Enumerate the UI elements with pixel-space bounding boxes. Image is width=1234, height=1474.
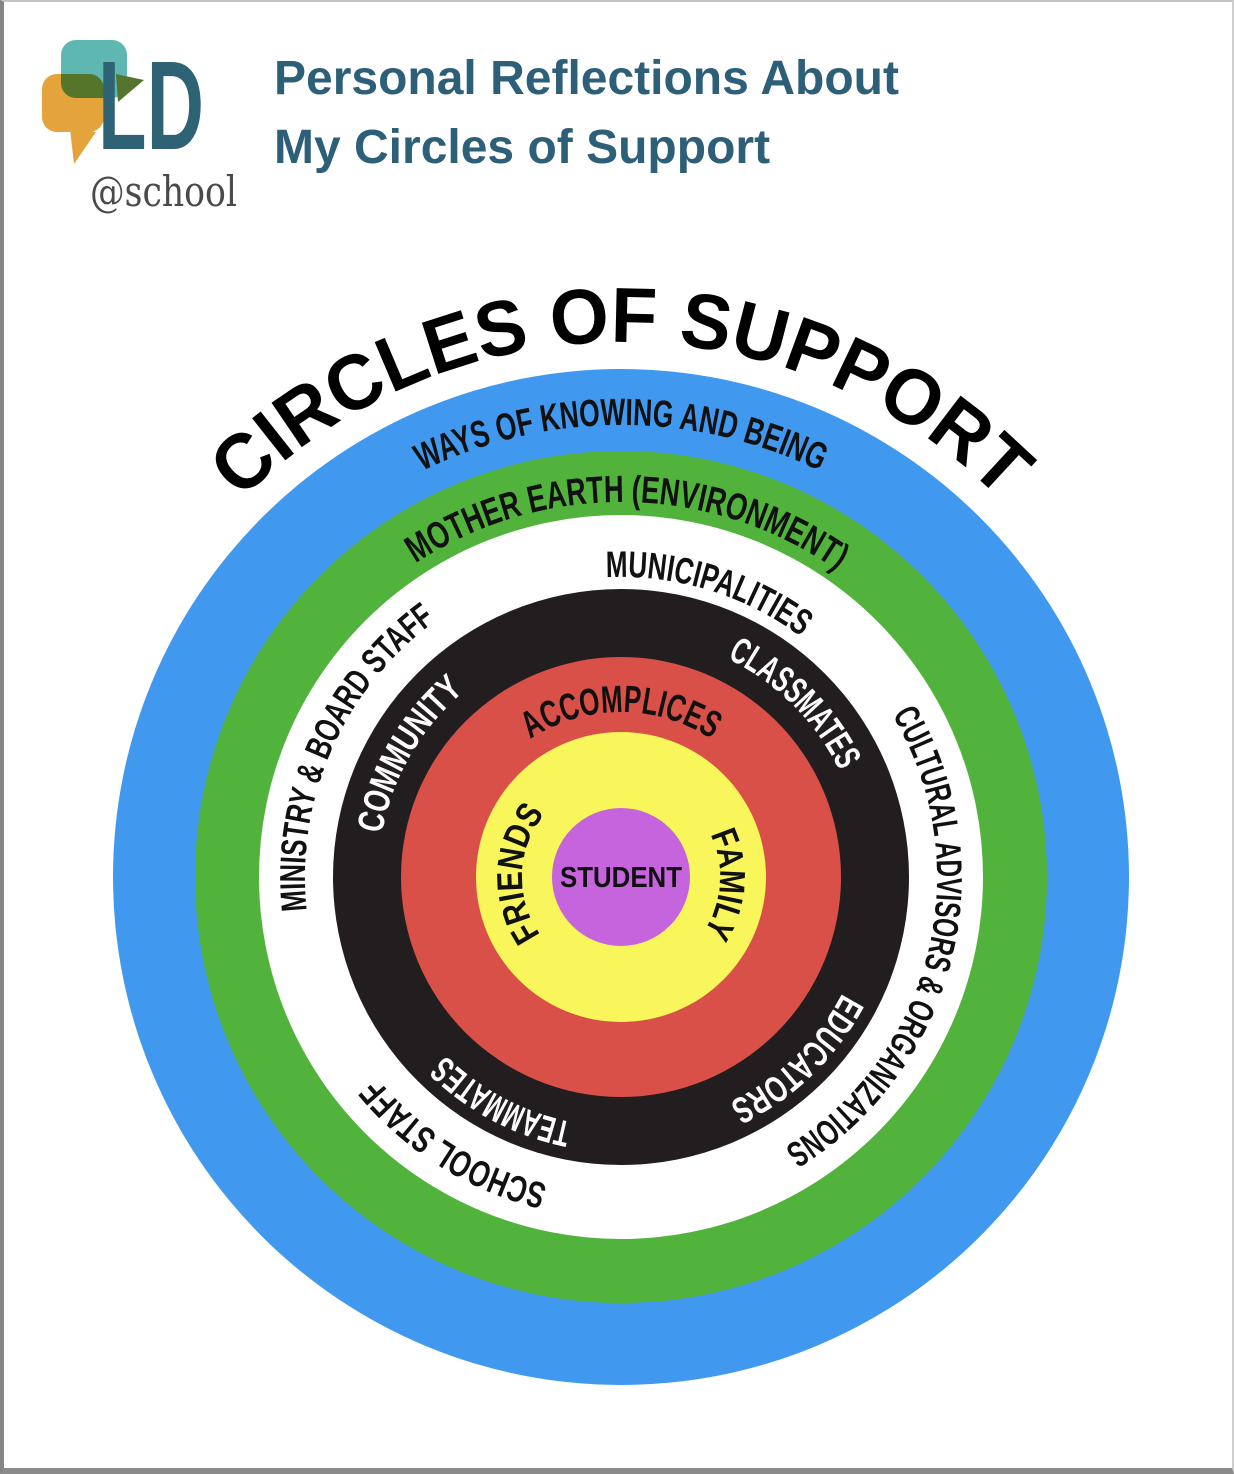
logo-teal-tail-icon [116,74,144,102]
logo-orange-tail-icon [70,129,96,164]
page-title-line1: Personal Reflections About [274,52,899,105]
ldschool-logo-icon: LD @school [42,35,237,216]
logo-teal-bubble-icon [61,40,127,98]
label-student: STUDENT [560,862,682,894]
center-purple-circle [552,808,690,946]
header: LD @school Personal Reflections About My… [42,35,899,216]
circles-of-support-diagram [113,369,1129,1385]
logo-school-text: @school [90,167,237,216]
logo-ld-text: LD [98,35,204,176]
page-title-line2: My Circles of Support [274,121,770,174]
